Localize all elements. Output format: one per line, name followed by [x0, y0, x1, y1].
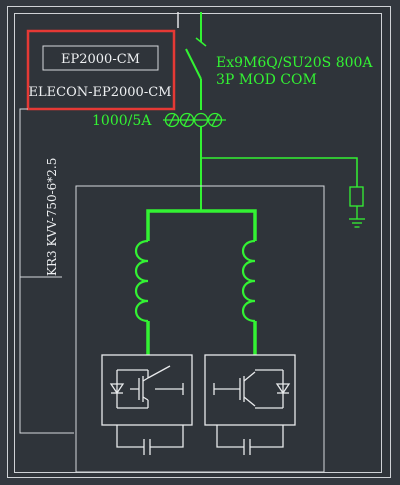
breaker-model-label: Ex9M6Q/SU20S 800A — [216, 55, 373, 71]
capacitor-icon[interactable] — [116, 425, 184, 455]
breaker-spec-label: 3P MOD COM — [216, 72, 317, 88]
ground-icon[interactable] — [349, 186, 365, 228]
inductor-icon[interactable] — [134, 239, 149, 323]
controller-model-box[interactable] — [42, 45, 159, 71]
controller-name-label: ELECON-EP2000-CM — [29, 85, 172, 100]
current-transformer-icon[interactable] — [163, 112, 226, 128]
drawing-border-outer — [7, 6, 391, 478]
selection-highlight — [26, 29, 176, 111]
capacitor-icon[interactable] — [216, 425, 284, 455]
inductor-icon[interactable] — [241, 239, 256, 323]
igbt-module-icon[interactable] — [204, 354, 296, 426]
control-cable-line — [19, 108, 74, 434]
power-cabinet-outline — [75, 185, 325, 473]
breaker-switch-icon[interactable] — [185, 37, 207, 110]
igbt-module-icon[interactable] — [101, 354, 193, 426]
ground-branch-line — [201, 157, 358, 187]
cable-label: KR3 KVV-750-6*2.5 — [45, 158, 59, 276]
split-bus — [146, 209, 257, 241]
controller-model-label: EP2000-CM — [61, 52, 140, 67]
ct-ratio-label: 1000/5A — [92, 113, 152, 129]
